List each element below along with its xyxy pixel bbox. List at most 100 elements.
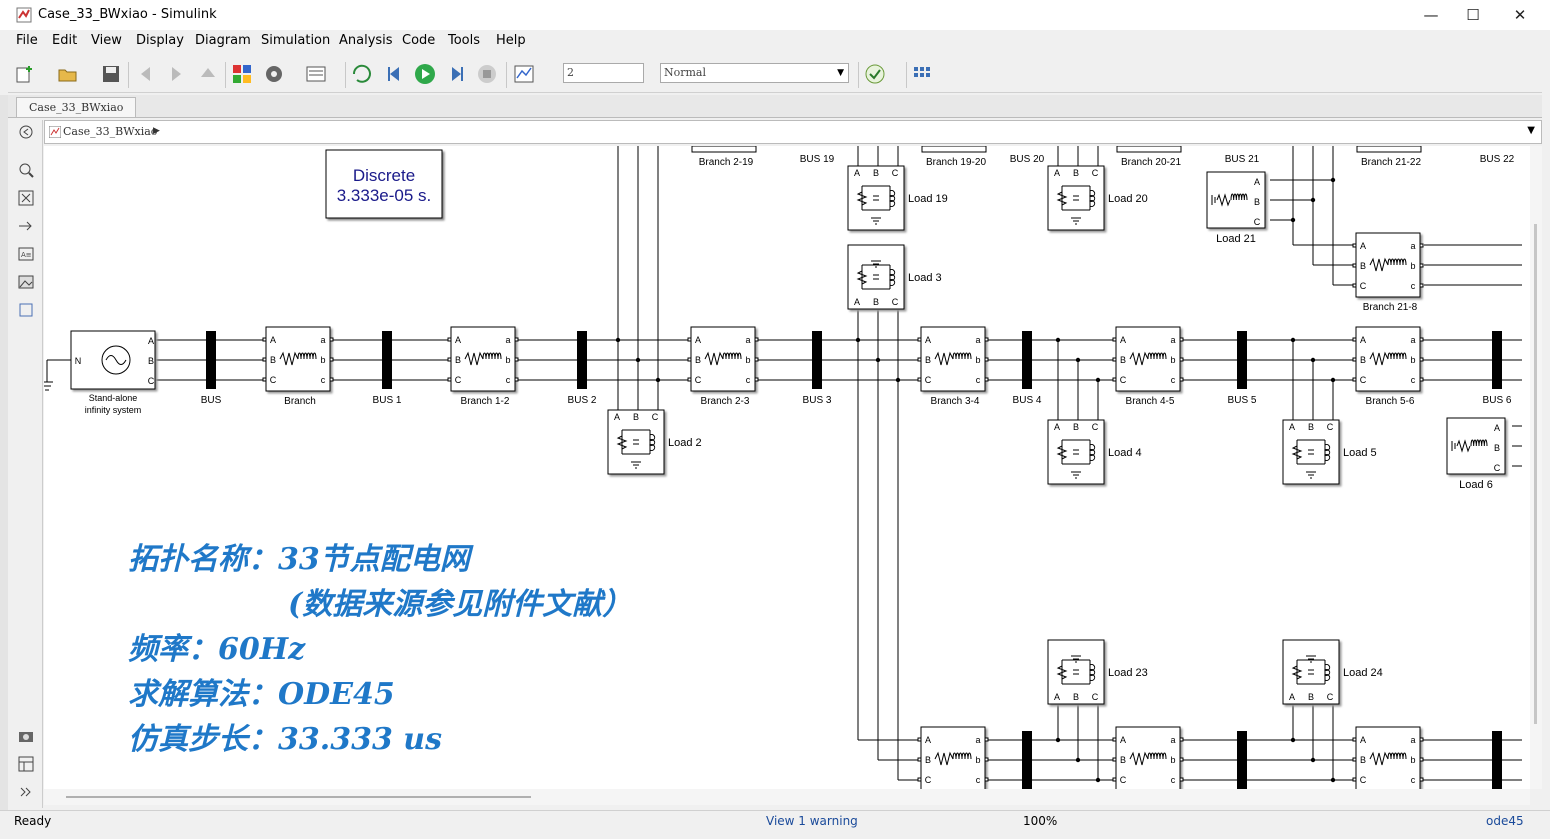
bus-2[interactable]: BUS 2: [568, 331, 597, 406]
port-A: A: [1120, 335, 1126, 345]
zoom-icon[interactable]: [18, 162, 34, 178]
junction-dot: [1290, 337, 1296, 343]
bus-6[interactable]: BUS 6: [1483, 331, 1512, 406]
model-explorer-icon[interactable]: [305, 63, 327, 85]
menu-display[interactable]: Display: [136, 33, 184, 48]
tab-model[interactable]: Case_33_BWxiao: [16, 97, 137, 117]
powergui-block[interactable]: Discrete 3.333e-05 s.: [325, 149, 443, 219]
stop-time-input[interactable]: 2: [563, 63, 644, 83]
port-c: c: [746, 375, 751, 385]
new-model-icon[interactable]: [14, 63, 36, 85]
build-grid-icon[interactable]: [912, 63, 934, 85]
port-A: A: [1054, 422, 1060, 432]
status-ready: Ready: [14, 814, 52, 828]
menu-analysis[interactable]: Analysis: [339, 33, 393, 48]
bus-main[interactable]: BUS: [201, 331, 222, 406]
save-icon[interactable]: [100, 63, 122, 85]
bus-lower[interactable]: [1237, 731, 1247, 789]
port-b: b: [745, 355, 750, 365]
menu-simulation[interactable]: Simulation: [261, 33, 331, 48]
horizontal-scroll-thumb[interactable]: [66, 796, 531, 798]
menu-view[interactable]: View: [91, 33, 122, 48]
back-icon[interactable]: [135, 63, 157, 85]
vertical-scrollbar[interactable]: [1530, 146, 1542, 789]
port-A: A: [695, 335, 701, 345]
warning-link[interactable]: View 1 warning: [766, 814, 858, 828]
close-button[interactable]: ✕: [1513, 6, 1527, 24]
bus-4[interactable]: BUS 4: [1013, 331, 1042, 406]
simulation-data-inspector-icon[interactable]: [513, 63, 535, 85]
simulation-mode-select[interactable]: Normal▼: [660, 63, 849, 83]
bus-5[interactable]: BUS 5: [1228, 331, 1257, 406]
forward-icon[interactable]: [165, 63, 187, 85]
fit-to-view-icon[interactable]: [18, 190, 34, 206]
minimize-button[interactable]: —: [1423, 6, 1439, 24]
bus-3[interactable]: BUS 3: [803, 331, 832, 406]
breadcrumb-arrow-icon: ▶: [153, 126, 160, 136]
explorer-bar-icon[interactable]: [18, 756, 34, 772]
bus-lower[interactable]: [1492, 731, 1502, 789]
maximize-button[interactable]: ☐: [1466, 6, 1480, 24]
up-level-icon[interactable]: [197, 63, 219, 85]
bus-1[interactable]: BUS 1: [373, 331, 402, 406]
port-c: c: [506, 375, 511, 385]
solver-link[interactable]: ode45: [1486, 814, 1524, 828]
stop-icon[interactable]: [476, 63, 498, 85]
horizontal-scrollbar[interactable]: [44, 789, 1530, 805]
breadcrumb-path[interactable]: Case_33_BWxiao: [63, 125, 158, 138]
model-settings-gear-icon[interactable]: [263, 63, 285, 85]
vertical-scroll-thumb[interactable]: [1534, 224, 1537, 724]
hide-browser-icon[interactable]: [18, 124, 34, 140]
step-forward-icon[interactable]: [445, 63, 467, 85]
menu-tools[interactable]: Tools: [448, 33, 481, 48]
load-label: Load 24: [1343, 667, 1383, 679]
window-title: Case_33_BWxiao - Simulink: [38, 7, 217, 22]
library-browser-icon[interactable]: [231, 63, 253, 85]
menu-help[interactable]: Help: [496, 33, 526, 48]
menu-file[interactable]: File: [16, 33, 38, 48]
port-b: b: [975, 355, 980, 365]
breadcrumb: Case_33_BWxiao ▶ ▼: [44, 120, 1542, 144]
area-icon[interactable]: [18, 302, 34, 318]
menu-diagram[interactable]: Diagram: [195, 33, 251, 48]
menu-edit[interactable]: Edit: [52, 33, 78, 48]
run-icon[interactable]: [414, 63, 436, 85]
annotation-notes[interactable]: 拓扑名称：33节点配电网 (数据来源参见附件文献） 频率：60Hz 求解算法：O…: [128, 542, 632, 757]
annotation-icon[interactable]: A≡: [18, 246, 34, 262]
step-back-icon[interactable]: [384, 63, 406, 85]
bus-lower[interactable]: [1022, 731, 1032, 789]
expand-chevron-icon[interactable]: [18, 784, 34, 800]
update-diagram-icon[interactable]: [351, 63, 373, 85]
menu-code[interactable]: Code: [402, 33, 436, 48]
arrow-right-icon[interactable]: [18, 218, 34, 234]
open-folder-icon[interactable]: [57, 63, 79, 85]
snapshot-camera-icon[interactable]: [18, 728, 34, 744]
model-advisor-check-icon[interactable]: [864, 63, 886, 85]
note-solver: 求解算法：ODE45: [128, 677, 395, 712]
image-icon[interactable]: [18, 274, 34, 290]
address-dropdown-icon[interactable]: ▼: [1527, 125, 1535, 136]
